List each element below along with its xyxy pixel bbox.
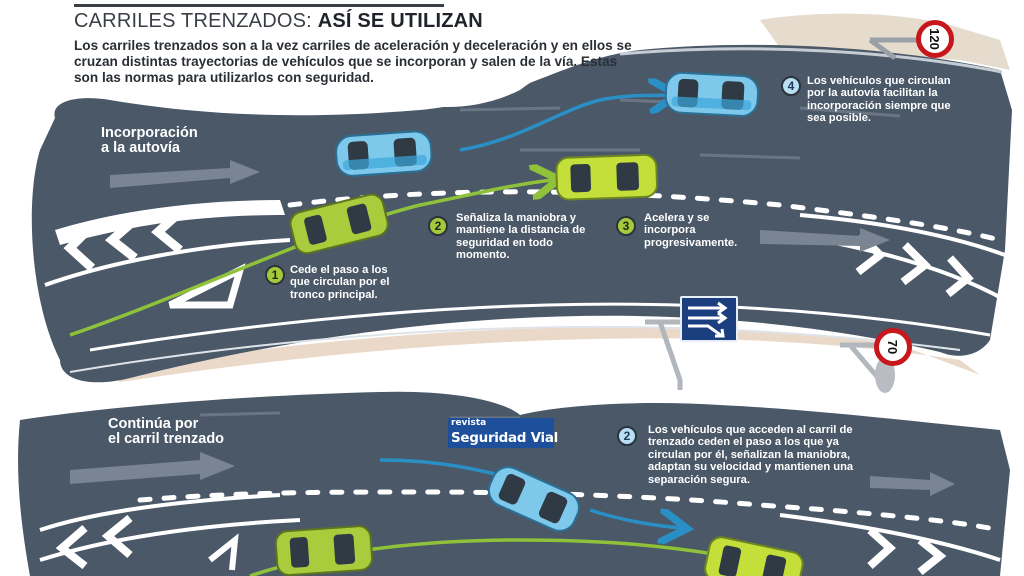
car-green-4 <box>704 536 804 576</box>
brand-logo: revista Seguridad Vial <box>448 418 558 448</box>
section-bottom-title-line2: el carril trenzado <box>108 431 225 447</box>
brand-line2: Seguridad Vial <box>451 430 558 446</box>
car-green-1 <box>289 193 389 255</box>
car-blue-3 <box>487 466 580 532</box>
speed-limit-sign-main: 120 <box>916 20 954 58</box>
title-bold: ASÍ SE UTILIZAN <box>317 10 483 32</box>
step-4-badge: 4 <box>781 76 801 96</box>
lane-arrows-icon <box>688 301 728 338</box>
step-bottom-2-text: Los vehículos que acceden al carril de t… <box>648 424 854 486</box>
step-2-badge: 2 <box>428 216 448 236</box>
ground-bottom-edge <box>110 327 980 382</box>
speed-limit-sign-ramp: 70 <box>874 328 912 366</box>
step-1-badge: 1 <box>265 265 285 285</box>
step-2-text: Señaliza la maniobra y mantiene la dista… <box>456 212 586 262</box>
section-bottom-title: Continúa por el carril trenzado <box>108 417 224 447</box>
section-top-title-line1: Incorporación <box>101 125 198 141</box>
header-rule <box>74 4 444 7</box>
step-4-text: Los vehículos que circulan por la autoví… <box>807 75 951 125</box>
car-green-2 <box>555 153 658 201</box>
road-top <box>31 44 1012 383</box>
brand-line1: revista <box>451 418 487 428</box>
section-bottom-title-line1: Continúa por <box>108 416 199 432</box>
car-green-3 <box>274 525 374 576</box>
intro-paragraph: Los carriles trenzados son a la vez carr… <box>74 38 632 85</box>
section-top-title: Incorporación a la autovía <box>101 126 198 156</box>
car-blue-2 <box>664 71 760 117</box>
page-title: CARRILES TRENZADOS: ASÍ SE UTILIZAN <box>74 10 483 33</box>
section-top-title-line2: a la autovía <box>101 140 180 156</box>
car-blue-1 <box>335 130 433 177</box>
step-1-text: Cede el paso a los que circulan por el t… <box>290 264 390 301</box>
title-light: CARRILES TRENZADOS: <box>74 10 318 32</box>
lane-merge-sign <box>680 296 738 342</box>
step-3-text: Acelera y se incorpora progresivamente. <box>644 212 738 249</box>
step-3-badge: 3 <box>616 216 636 236</box>
step-bottom-2-badge: 2 <box>617 426 637 446</box>
